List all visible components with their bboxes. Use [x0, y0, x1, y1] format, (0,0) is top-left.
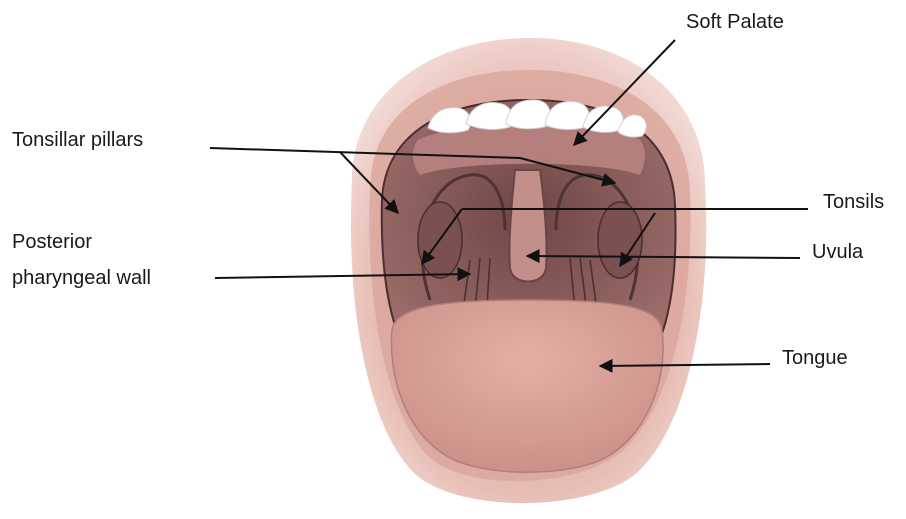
label-uvula: Uvula [812, 238, 863, 266]
right-tonsil [598, 202, 642, 278]
label-tonsils: Tonsils [823, 188, 884, 216]
label-soft-palate: Soft Palate [686, 8, 784, 36]
label-posterior-line2: pharyngeal wall [12, 264, 151, 292]
label-tongue: Tongue [782, 344, 848, 372]
label-posterior-line1: Posterior [12, 228, 92, 256]
uvula [509, 170, 546, 282]
label-tonsillar-pillars: Tonsillar pillars [12, 126, 143, 154]
